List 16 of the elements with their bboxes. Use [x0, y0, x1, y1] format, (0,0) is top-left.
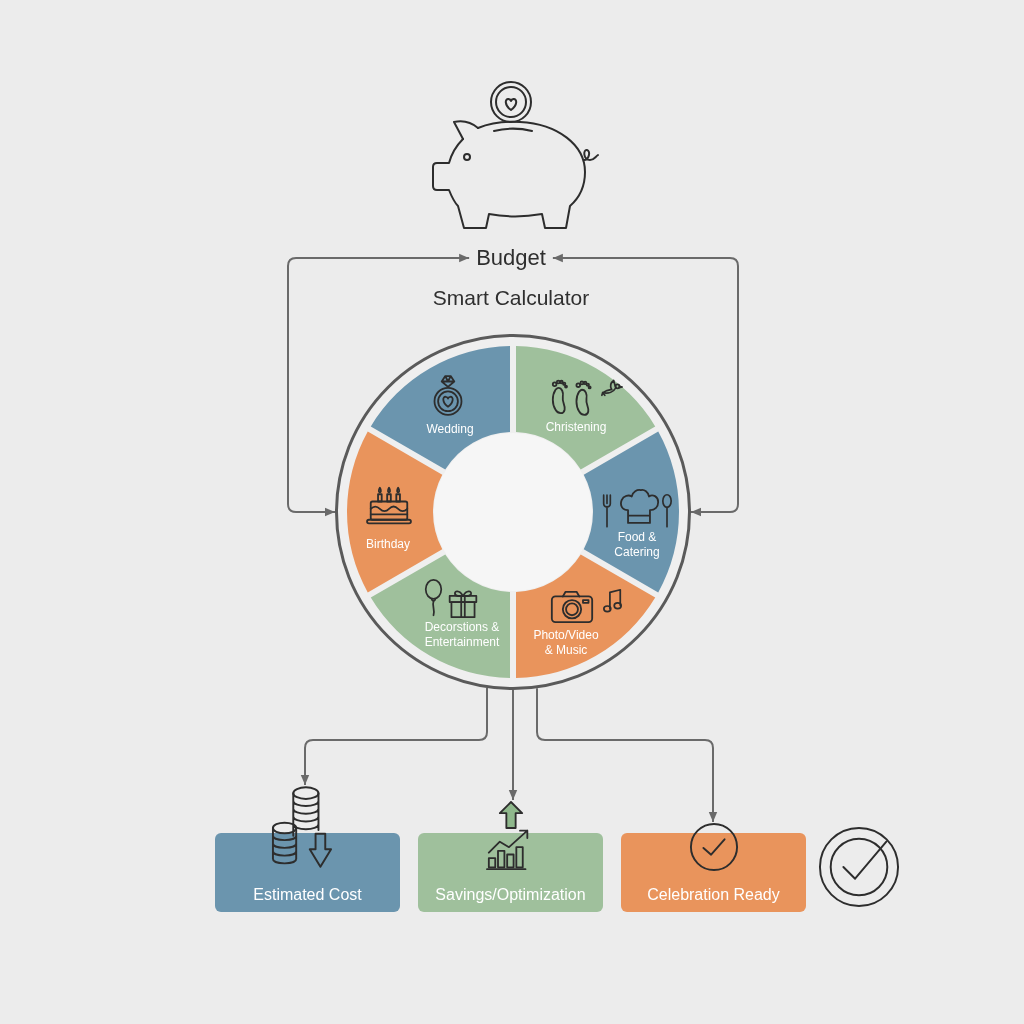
- connector-arrow: [287, 253, 471, 517]
- segment-label: Photo/Video & Music: [532, 628, 600, 658]
- title-text: Budget: [469, 244, 553, 272]
- panel-label: Savings/Optimization: [435, 886, 586, 904]
- panel-label: Estimated Cost: [253, 886, 362, 904]
- connector-arrow: [536, 687, 718, 823]
- segment-label: Christening: [545, 419, 607, 435]
- subtitle-text: Smart Calculator: [432, 286, 590, 310]
- segment-label: Birthday: [366, 536, 410, 552]
- segment-label: Food & Catering: [613, 530, 661, 560]
- connector-arrow: [300, 687, 488, 786]
- panel-label: Celebration Ready: [647, 886, 780, 904]
- segment-label: Decorstions & Entertainment: [423, 620, 501, 650]
- segment-label: Wedding: [426, 421, 474, 437]
- connector-arrow: [508, 689, 518, 801]
- connector-arrow: [551, 253, 739, 517]
